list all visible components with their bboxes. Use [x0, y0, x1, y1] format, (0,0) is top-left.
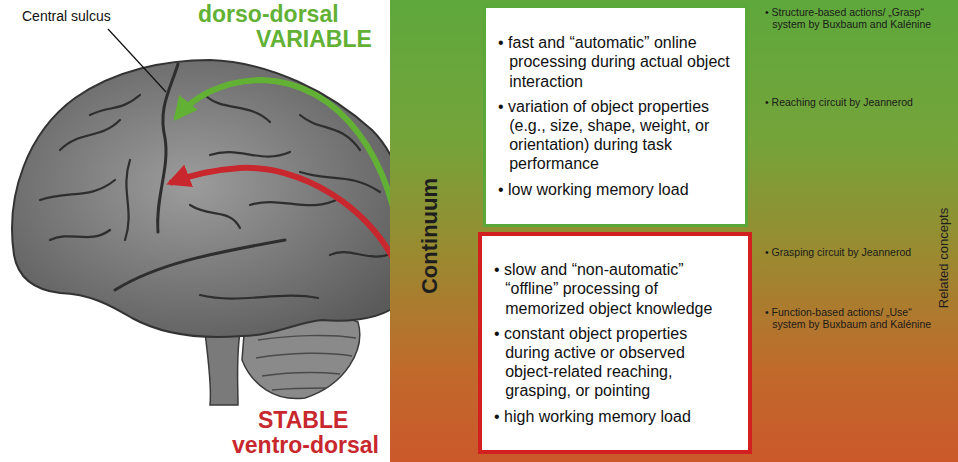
property-box: • slow and “non-automatic” “offline” pro…	[478, 232, 752, 454]
bullet-text: • high working memory load	[494, 407, 736, 426]
concept-item: • Grasping circuit by Jeannerod	[765, 246, 932, 258]
sulcus	[205, 95, 270, 122]
brainstem	[205, 332, 240, 405]
stream-label: STABLE	[258, 408, 348, 433]
stream-arrow	[170, 168, 400, 272]
cerebellum-folia	[256, 336, 356, 390]
leader-line	[108, 29, 166, 92]
sulcus	[210, 152, 290, 157]
sylvian-fissure	[115, 240, 285, 290]
sulcus	[190, 205, 240, 228]
bullet-text: • slow and “non-automatic” “offline” pro…	[494, 260, 736, 318]
sulcus	[60, 120, 120, 150]
cerebrum	[12, 60, 410, 337]
concept-item: • Reaching circuit by Jeannerod	[765, 96, 932, 108]
axis-label: Continuum	[417, 178, 443, 294]
sulcus	[90, 95, 140, 115]
brain	[12, 60, 410, 405]
bullet-text: • constant object properties during acti…	[494, 324, 736, 401]
sulcus	[250, 198, 340, 205]
sulcus	[50, 230, 110, 240]
bullet-text: • low working memory load	[498, 180, 733, 199]
concept-item: • Structure-based actions/ „Grasp“ syste…	[765, 6, 932, 30]
stream-label: dorso-dorsal	[198, 2, 339, 27]
sulcus	[330, 252, 395, 257]
sulci	[40, 64, 395, 299]
axis-label: Related concepts	[936, 208, 951, 308]
stream-label: VARIABLE	[256, 27, 372, 52]
sulcus	[200, 295, 318, 299]
stream-label: ventro-dorsal	[232, 433, 379, 458]
property-box: • fast and “automatic” online processing…	[483, 5, 748, 227]
bullet-text: • variation of object properties (e.g., …	[498, 97, 733, 174]
gradient-panel: Continuum • Structure-based actions/ „Gra…	[390, 0, 958, 462]
bullet-text: • fast and “automatic” online processing…	[498, 33, 733, 91]
sulcus	[125, 160, 130, 240]
central-sulcus	[158, 64, 178, 232]
sulcus	[40, 180, 115, 200]
anatomy-label: Central sulcus	[22, 9, 111, 24]
concept-item: • Function-based actions/ „Use“ system b…	[765, 306, 932, 330]
